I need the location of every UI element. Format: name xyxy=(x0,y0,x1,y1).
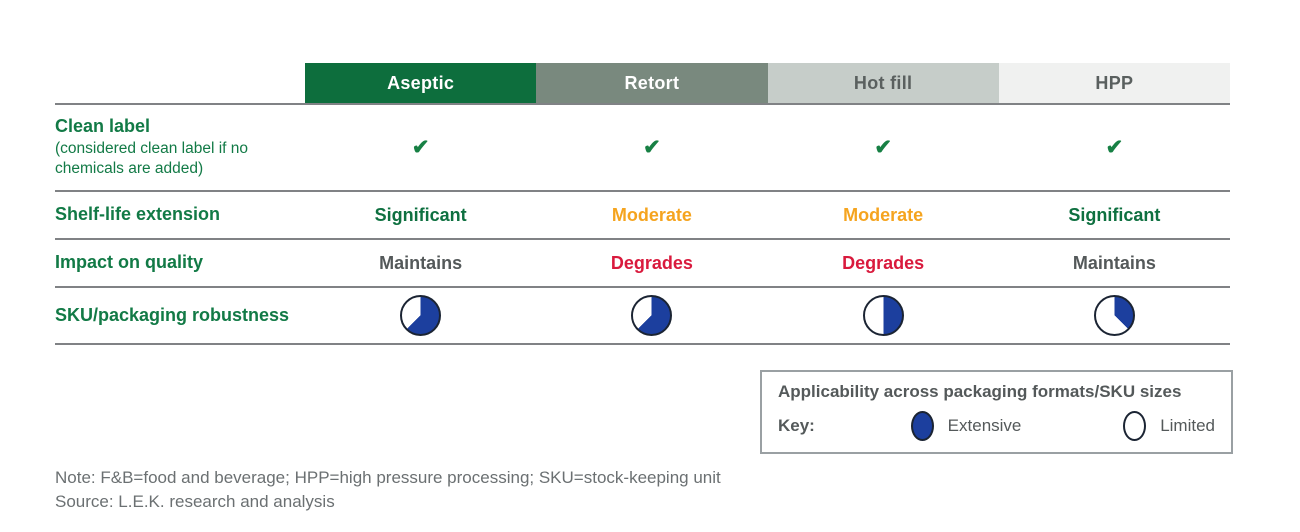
filled-circle-icon xyxy=(910,411,934,441)
comparison-table: Clean label (considered clean label if n… xyxy=(55,103,1230,345)
note-line: Note: F&B=food and beverage; HPP=high pr… xyxy=(55,468,721,487)
row-subtitle: (considered clean label if no chemicals … xyxy=(55,140,249,178)
cell-sku-hot-fill xyxy=(768,288,999,343)
column-header-hpp: HPP xyxy=(998,63,1230,103)
harvey-ball-icon xyxy=(400,295,442,336)
legend-box: Applicability across packaging formats/S… xyxy=(760,370,1233,454)
table-row-impact-quality: Impact on quality Maintains Degrades Deg… xyxy=(55,238,1230,286)
cell-impact-aseptic: Maintains xyxy=(379,252,463,273)
table-row-clean-label: Clean label (considered clean label if n… xyxy=(55,103,1230,190)
row-label-shelf-life: Shelf-life extension xyxy=(55,192,305,238)
cell-sku-hpp xyxy=(999,288,1230,343)
check-icon: ✔ xyxy=(643,136,661,159)
legend-title: Applicability across packaging formats/S… xyxy=(778,382,1182,401)
table-row-shelf-life: Shelf-life extension Significant Moderat… xyxy=(55,190,1230,238)
column-header-aseptic: Aseptic xyxy=(305,63,537,103)
row-label-sku-robustness: SKU/packaging robustness xyxy=(55,288,305,343)
check-icon: ✔ xyxy=(874,136,892,159)
cell-shelf-aseptic: Significant xyxy=(374,204,467,225)
cell-impact-retort: Degrades xyxy=(610,252,693,273)
column-header-row: Aseptic Retort Hot fill HPP xyxy=(305,63,1230,103)
cell-impact-hot-fill: Degrades xyxy=(842,252,925,273)
legend-item-extensive: Extensive xyxy=(947,416,1022,435)
row-title: Impact on quality xyxy=(55,252,204,273)
cell-sku-retort xyxy=(536,288,767,343)
harvey-ball-icon xyxy=(862,295,904,336)
column-header-retort: Retort xyxy=(536,63,768,103)
legend-row: Key: Extensive Limited xyxy=(778,411,1215,441)
check-icon: ✔ xyxy=(1105,136,1124,159)
cell-sku-aseptic xyxy=(305,288,536,343)
footnotes: Note: F&B=food and beverage; HPP=high pr… xyxy=(55,466,721,514)
cell-shelf-retort: Moderate xyxy=(611,204,692,225)
empty-circle-icon xyxy=(1123,411,1147,441)
harvey-ball-icon xyxy=(631,295,673,336)
table-row-sku-robustness: SKU/packaging robustness xyxy=(55,286,1230,345)
row-title: Shelf-life extension xyxy=(55,204,221,225)
row-label-clean-label: Clean label (considered clean label if n… xyxy=(55,105,305,190)
row-title: SKU/packaging robustness xyxy=(55,304,290,325)
harvey-ball-icon xyxy=(1093,295,1135,336)
column-header-hot-fill: Hot fill xyxy=(767,63,999,103)
legend-item-limited: Limited xyxy=(1160,416,1215,435)
source-line: Source: L.E.K. research and analysis xyxy=(55,492,335,511)
cell-impact-hpp: Maintains xyxy=(1072,252,1156,273)
legend-key-label: Key: xyxy=(778,416,815,435)
row-label-impact-quality: Impact on quality xyxy=(55,240,305,286)
cell-shelf-hpp: Significant xyxy=(1068,204,1161,225)
row-title: Clean label xyxy=(55,115,151,136)
check-icon: ✔ xyxy=(411,136,430,159)
cell-shelf-hot-fill: Moderate xyxy=(843,204,924,225)
